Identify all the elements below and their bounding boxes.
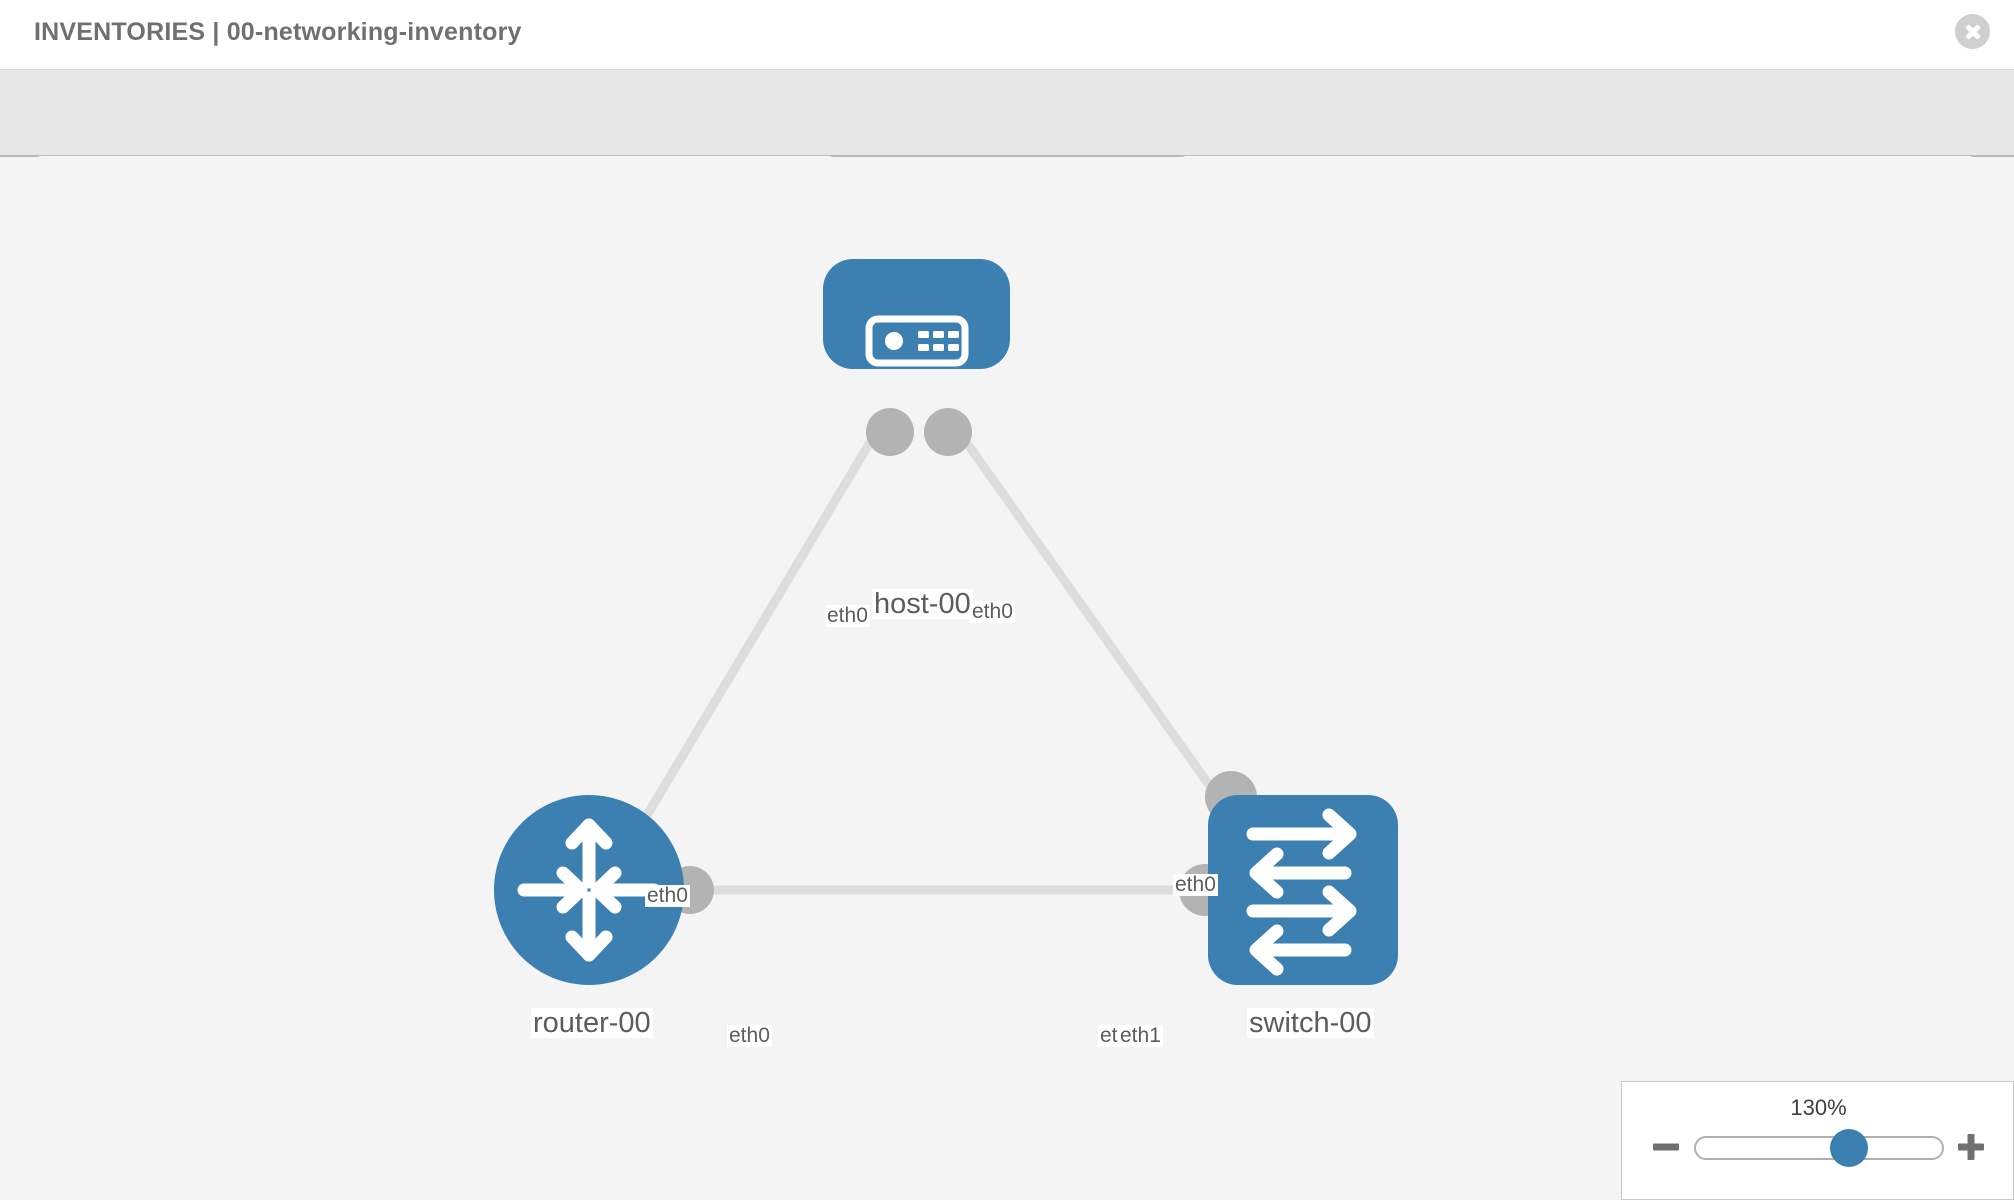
node-label-host-00: host-00 <box>872 588 973 620</box>
zoom-in-button[interactable] <box>1954 1130 1988 1164</box>
node-switch-00 <box>1208 795 1398 985</box>
node-host-00 <box>823 259 1010 369</box>
node-label-switch-00: switch-00 <box>1247 1007 1374 1039</box>
link-host-router <box>618 416 888 860</box>
zoom-out-button[interactable] <box>1649 1130 1683 1164</box>
edge-label-switch-uplink: eth0 <box>1173 873 1218 897</box>
edge-label-router-uplink: eth0 <box>645 884 690 908</box>
edge-label-router-eth0: eth0 <box>727 1024 772 1048</box>
server-device-icon <box>865 315 969 367</box>
node-router-00 <box>494 795 684 985</box>
edge-label-switch-eth1: eth1 <box>1118 1024 1163 1048</box>
page-title: INVENTORIES | 00-networking-inventory <box>34 18 522 46</box>
topology-ports <box>666 408 1257 916</box>
zoom-slider-thumb[interactable] <box>1829 1129 1868 1167</box>
edge-label-host-to-router: eth0 <box>825 604 870 628</box>
topology-graph <box>494 259 1398 985</box>
toolbar: ACTIONS SEARCH <box>0 70 2014 208</box>
page-header: INVENTORIES | 00-networking-inventory <box>0 0 2014 70</box>
edge-label-host-to-switch: eth0 <box>970 600 1015 624</box>
topology-links <box>618 416 1264 895</box>
node-label-router-00: router-00 <box>531 1007 653 1039</box>
zoom-control-panel: 130% <box>1621 1081 2014 1200</box>
four-arrows-converge-icon <box>517 818 661 962</box>
link-host-switch <box>946 416 1264 860</box>
port-host-left <box>866 408 914 456</box>
topology-canvas[interactable]: host-00 router-00 switch-00 eth0 eth0 et… <box>0 157 2014 1200</box>
bidirectional-arrows-icon <box>1246 808 1357 976</box>
port-host-right <box>924 408 972 456</box>
close-icon[interactable] <box>1955 14 1990 49</box>
zoom-level-label: 130% <box>1790 1095 1847 1120</box>
zoom-slider-track[interactable] <box>1694 1129 1944 1167</box>
